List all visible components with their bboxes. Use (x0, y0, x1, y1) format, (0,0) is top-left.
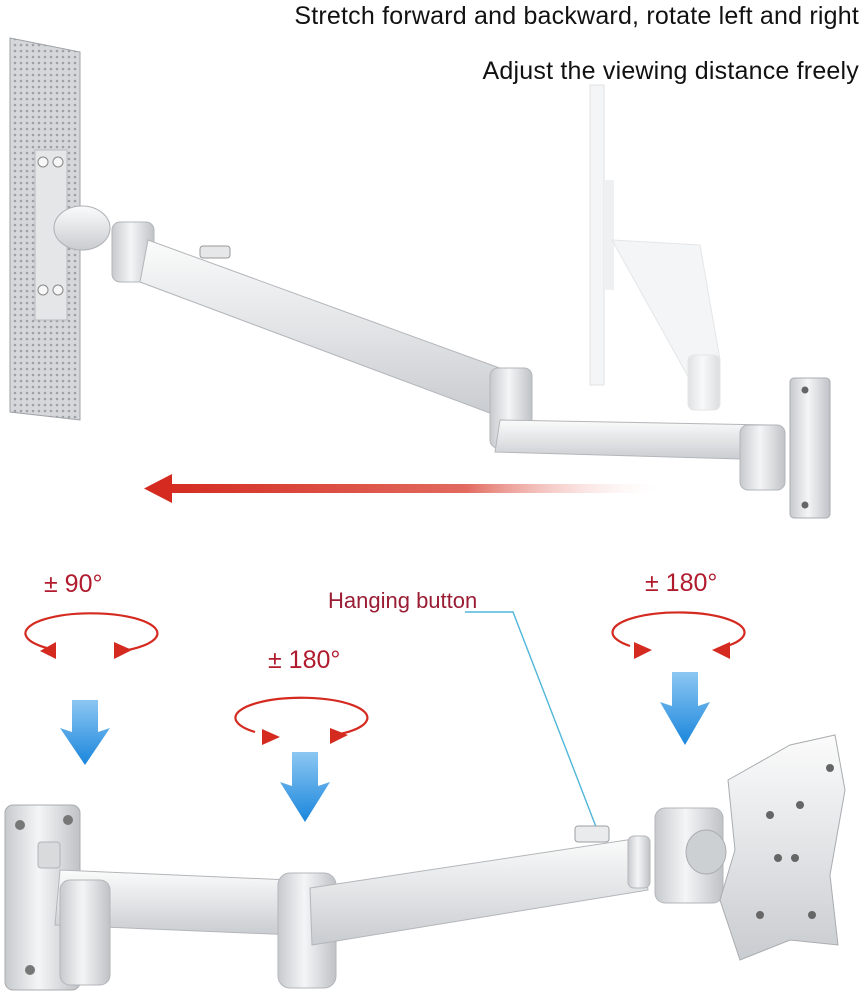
hanging-button-label: Hanging button (328, 588, 478, 613)
arrow-down-icon-middle (280, 752, 330, 822)
monitor-back-panel (9, 37, 111, 421)
arrow-down-icon-right (660, 672, 710, 745)
rotate-icon-middle (234, 696, 369, 745)
rotation-label-right: ± 180° (645, 569, 718, 597)
caption-stretch: Stretch forward and backward, rotate lef… (294, 2, 859, 30)
arrow-left-icon (144, 474, 670, 503)
rotation-label-left: ± 90° (44, 570, 103, 598)
caption-viewing-distance: Adjust the viewing distance freely (482, 57, 859, 85)
arrow-down-icon-left (60, 700, 110, 765)
ghost-monitor (589, 84, 721, 411)
rotate-icon-left (24, 612, 159, 659)
bottom-monitor-arm (4, 734, 846, 991)
rotation-label-middle: ± 180° (268, 646, 341, 674)
top-monitor-arm (111, 221, 831, 519)
callout-leader-line (465, 611, 599, 833)
rotate-icon-right (611, 611, 746, 659)
vesa-plate (719, 734, 846, 961)
